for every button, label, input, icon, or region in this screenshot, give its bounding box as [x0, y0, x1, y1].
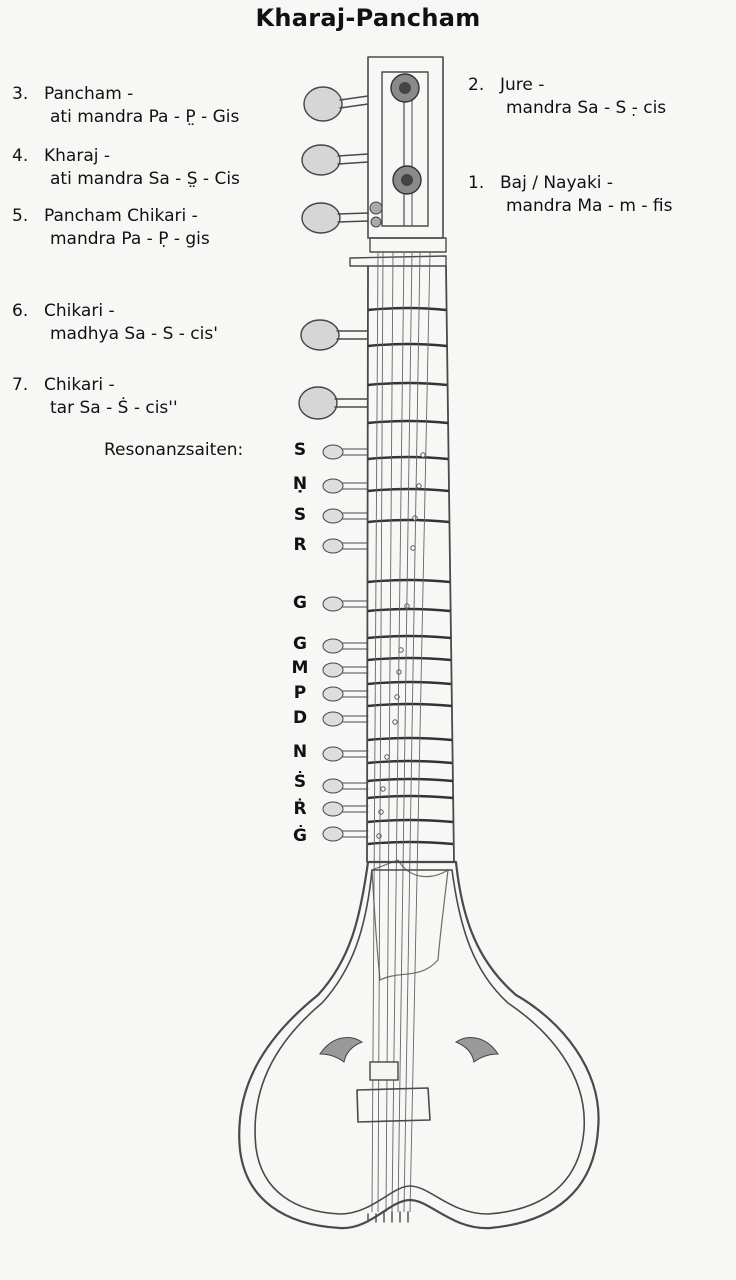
- peg-icon: [302, 203, 368, 233]
- small-peg-icon: [323, 802, 368, 816]
- tuning-pegs: [299, 87, 368, 419]
- small-peg-icon: [323, 687, 368, 701]
- peg-icon: [304, 87, 368, 121]
- small-bridge: [370, 1062, 398, 1080]
- sitar-body: [239, 860, 598, 1228]
- small-peg-icon: [323, 639, 368, 653]
- small-peg-icon: [323, 663, 368, 677]
- small-peg-icon: [323, 539, 368, 553]
- resonance-pegs: [323, 445, 368, 841]
- sitar-head: [350, 57, 446, 266]
- small-peg-icon: [323, 712, 368, 726]
- small-peg-icon: [323, 779, 368, 793]
- small-peg-icon: [323, 445, 368, 459]
- rosette-icon: [456, 1038, 498, 1062]
- peg-icon: [302, 145, 368, 175]
- small-peg-icon: [323, 827, 368, 841]
- small-peg-icon: [323, 597, 368, 611]
- peg-icon: [301, 320, 368, 350]
- rosette-icon: [320, 1038, 362, 1062]
- small-peg-icon: [323, 509, 368, 523]
- small-peg-icon: [323, 479, 368, 493]
- small-peg-icon: [323, 747, 368, 761]
- peg-icon: [299, 387, 368, 419]
